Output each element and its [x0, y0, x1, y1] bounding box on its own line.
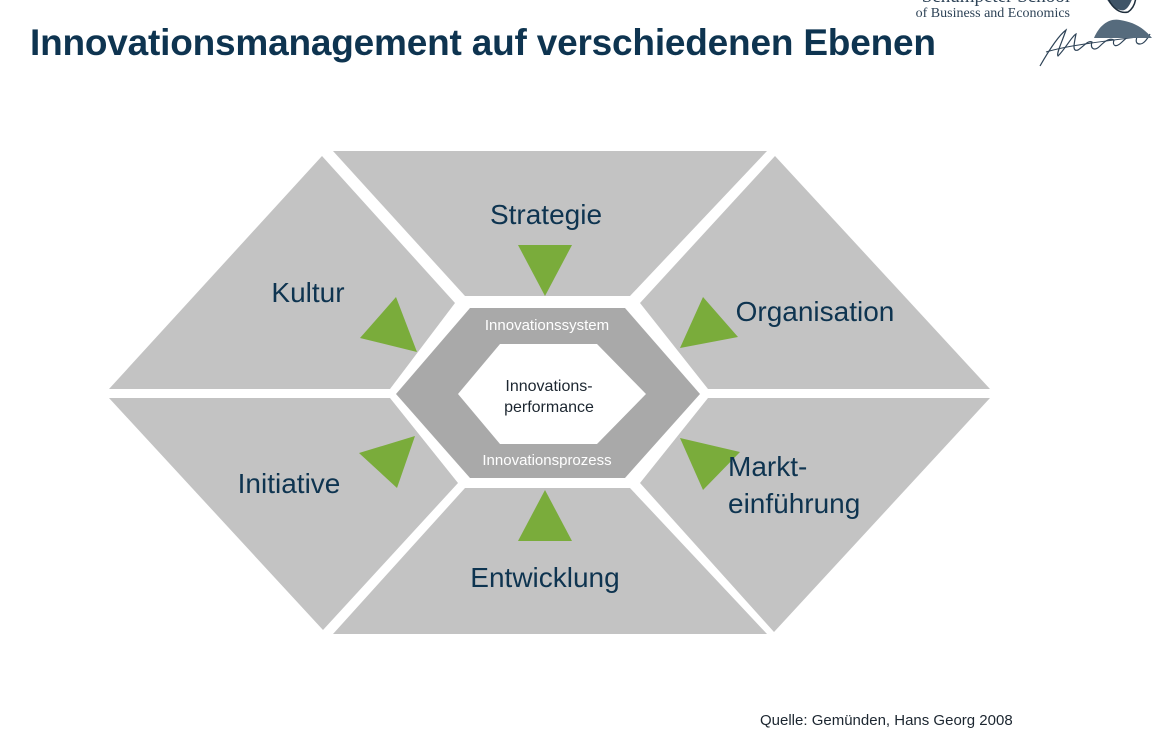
label-initiative: Initiative	[238, 468, 341, 499]
label-entwicklung: Entwicklung	[470, 562, 619, 593]
arrow-initiative	[359, 436, 415, 488]
arrow-strategie	[518, 245, 572, 296]
segment-strategie	[333, 151, 767, 296]
portrait-icon	[1094, 0, 1152, 38]
label-markteinfuehrung-line1: Markt-	[728, 451, 807, 482]
center-label-line2: performance	[504, 399, 594, 416]
arrow-kultur	[360, 297, 417, 352]
label-organisation: Organisation	[736, 296, 895, 327]
segment-entwicklung	[333, 488, 767, 634]
logo-text-line2: of Business and Economics	[915, 6, 1070, 21]
source-citation: Quelle: Gemünden, Hans Georg 2008	[760, 712, 1013, 729]
label-markteinfuehrung-line2: einführung	[728, 488, 860, 519]
arrow-markteinfuehrung	[680, 438, 740, 490]
label-kultur: Kultur	[271, 277, 344, 308]
center-hexagon	[458, 344, 646, 444]
label-strategie: Strategie	[490, 199, 602, 230]
arrow-organisation	[680, 297, 738, 348]
arrow-entwicklung	[518, 490, 572, 541]
center-label-line1: Innovations-	[505, 378, 592, 395]
ring-label-top: Innovationssystem	[485, 317, 609, 334]
logo-text-line1: Schumpeter School	[922, 0, 1070, 8]
ring-label-bottom: Innovationsprozess	[482, 452, 611, 469]
page-title: Innovationsmanagement auf verschiedenen …	[30, 22, 936, 63]
